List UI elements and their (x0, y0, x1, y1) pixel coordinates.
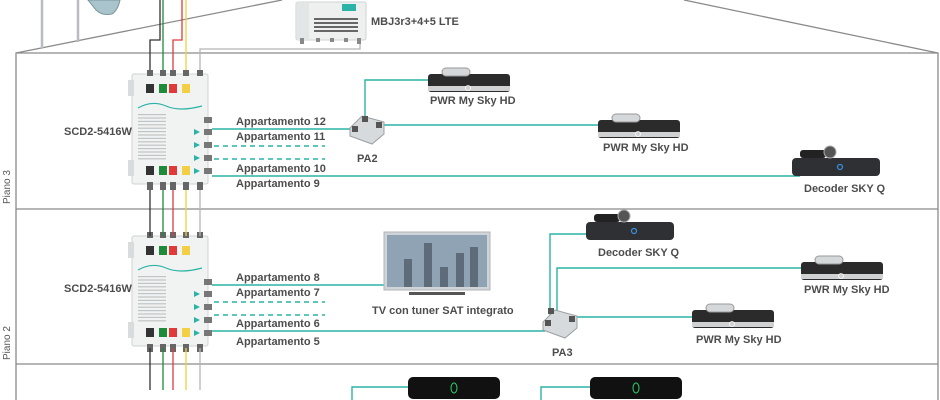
output-label: Appartamento 9 (236, 178, 320, 190)
input-tab (182, 328, 190, 337)
input-tab (159, 166, 167, 175)
output-connector (204, 117, 212, 123)
multiswitch-label-piano-2: SCD2-5416W (64, 283, 132, 295)
output-connector (204, 279, 212, 285)
splitter-pa3-icon (542, 308, 578, 339)
devices (383, 67, 883, 399)
device-label: TV con tuner SAT integrato (372, 305, 514, 317)
input-tab (169, 246, 177, 255)
output-connector (204, 330, 212, 336)
output-connector (204, 142, 212, 148)
f-connector (147, 70, 153, 76)
sky-q-box-icon (792, 145, 880, 176)
floor-label-piano-2: Piano 2 (2, 326, 13, 360)
receiver-box-icon (408, 377, 500, 399)
output-label: Appartamento 11 (236, 131, 326, 143)
f-connector (147, 182, 153, 190)
building-outline (15, 0, 939, 400)
f-connector (160, 182, 166, 190)
satellite-dish-icon (87, 0, 121, 15)
coax-lines-piano-2 (212, 233, 804, 332)
sky-q-box-icon (586, 209, 674, 240)
input-tab (182, 84, 190, 93)
remote-icon (441, 67, 471, 77)
input-tab (169, 166, 177, 175)
sky-hd-box-icon (428, 67, 510, 92)
sky-hd-box-icon (692, 303, 774, 328)
logo-swoosh (137, 264, 203, 272)
output-arrow-icon (194, 330, 200, 336)
output-connector (204, 129, 212, 135)
f-connector (183, 182, 189, 190)
output-arrow-icon (194, 291, 200, 297)
output-label: Appartamento 8 (236, 272, 320, 284)
multiswitch-piano-2 (128, 232, 212, 352)
remote-icon (611, 113, 641, 123)
output-arrow-icon (194, 317, 200, 323)
input-tab (159, 328, 167, 337)
output-label: Appartamento 12 (236, 116, 326, 128)
input-tab (169, 328, 177, 337)
output-label: Appartamento 6 (236, 318, 320, 330)
sky-hd-box-icon (801, 255, 883, 280)
output-arrow-icon (194, 168, 200, 174)
multiswitch-piano-3 (128, 70, 212, 190)
device-label: Decoder SKY Q (598, 247, 680, 259)
tv-stand (409, 292, 465, 295)
coax-lines-piano-1 (351, 386, 592, 400)
input-tab (146, 166, 154, 175)
input-tab (146, 328, 154, 337)
output-arrow-icon (194, 129, 200, 135)
output-label: Appartamento 5 (236, 336, 320, 348)
output-label: Appartamento 7 (236, 287, 320, 299)
output-connector (204, 168, 212, 174)
riser-cables (149, 190, 201, 390)
output-connector (204, 291, 212, 297)
input-tab (146, 246, 154, 255)
input-tab (146, 84, 154, 93)
input-tab (182, 246, 190, 255)
f-connector (197, 182, 203, 190)
logo-swoosh (137, 102, 203, 110)
multiswitch-label-piano-3: SCD2-5416W (64, 126, 132, 138)
floor-label-piano-3: Piano 3 (2, 170, 13, 204)
output-connector (204, 155, 212, 161)
feed-cables (149, 0, 361, 72)
input-tab (159, 246, 167, 255)
f-connector (170, 70, 176, 76)
output-arrow-icon (194, 155, 200, 161)
tv-icon (383, 231, 491, 295)
amplifier-label: MBJ3r3+4+5 LTE (371, 16, 459, 28)
f-connector (197, 70, 203, 76)
device-label: PWR My Sky HD (696, 334, 782, 346)
output-arrow-icon (194, 304, 200, 310)
splitter-label: PA2 (357, 153, 378, 165)
remote-icon (705, 303, 735, 313)
sky-hd-box-icon (598, 113, 680, 138)
output-connector (204, 317, 212, 323)
output-arrow-icon (194, 142, 200, 148)
splitter-pa2-icon (349, 115, 385, 145)
mbj-amplifier-icon (295, 1, 367, 44)
receiver-box-icon (590, 377, 682, 399)
f-connector (183, 70, 189, 76)
device-label: Decoder SKY Q (804, 183, 886, 195)
f-connector (170, 182, 176, 190)
remote-icon (594, 214, 620, 222)
output-label: Appartamento 10 (236, 163, 326, 175)
f-connector (160, 70, 166, 76)
splitter-label: PA3 (552, 347, 573, 359)
device-label: PWR My Sky HD (430, 95, 516, 107)
input-tab (169, 84, 177, 93)
device-label: PWR My Sky HD (603, 142, 689, 154)
coax-lines-piano-3 (212, 79, 800, 177)
device-label: PWR My Sky HD (804, 284, 890, 296)
output-connector (204, 304, 212, 310)
remote-icon (800, 150, 826, 158)
antenna-mast (40, 0, 80, 48)
input-tab (159, 84, 167, 93)
input-tab (182, 166, 190, 175)
remote-icon (814, 255, 844, 265)
